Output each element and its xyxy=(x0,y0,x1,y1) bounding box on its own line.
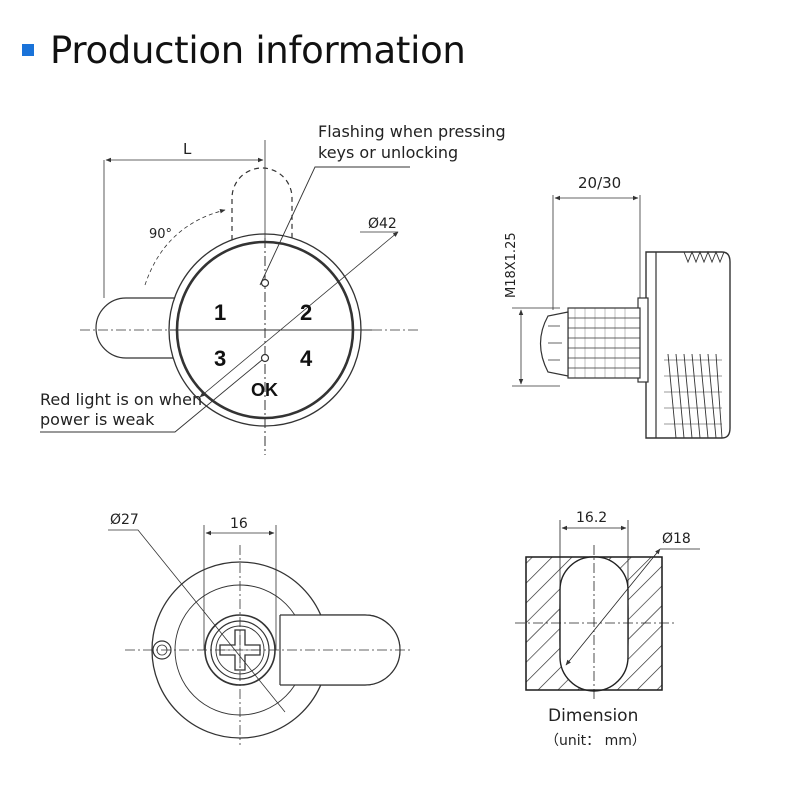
shaft-tip xyxy=(539,311,569,377)
callout-flashing-line1: Flashing when pressing xyxy=(318,122,506,141)
dimension-unit: （unit： mm） xyxy=(545,733,646,749)
title-bullet-icon xyxy=(22,44,34,56)
red-led-dot xyxy=(260,353,270,363)
dim-length-label: L xyxy=(183,140,192,158)
key-3: 3 xyxy=(214,346,226,371)
key-4: 4 xyxy=(300,346,313,371)
dim-diameter-42-label: Ø42 xyxy=(368,216,397,232)
dim-diameter-18-label: Ø18 xyxy=(662,531,691,547)
threaded-shaft xyxy=(567,307,641,379)
callout-red-line2: power is weak xyxy=(40,410,155,429)
page-title: Production information xyxy=(50,28,466,72)
dim-width-16-label: 16 xyxy=(230,516,248,532)
page-header: Production information xyxy=(22,22,466,78)
dim-width-16-2-label: 16.2 xyxy=(576,510,607,526)
dim-thread-label: M18X1.25 xyxy=(504,232,519,298)
callout-red-line1: Red light is on when xyxy=(40,390,202,409)
dim-length-20-30-label: 20/30 xyxy=(578,174,621,192)
dim-angle-label: 90° xyxy=(149,227,172,242)
side-knob-cap xyxy=(645,251,731,439)
key-ok: OK xyxy=(251,380,278,400)
key-1: 1 xyxy=(214,300,226,325)
handle-left-shape xyxy=(95,297,178,359)
handle-top-dashed xyxy=(231,167,293,240)
front-view xyxy=(40,140,420,455)
key-2: 2 xyxy=(300,300,312,325)
dim-diameter-27-label: Ø27 xyxy=(110,512,139,528)
dimension-view xyxy=(515,520,700,700)
back-view xyxy=(108,525,410,745)
callout-flashing-line2: keys or unlocking xyxy=(318,143,458,162)
dimension-caption: Dimension xyxy=(548,706,638,726)
side-view xyxy=(512,195,731,439)
